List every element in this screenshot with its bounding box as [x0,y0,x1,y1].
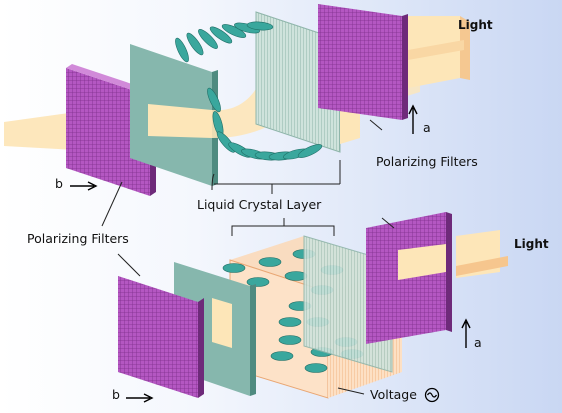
polarizing-filter-top-right [318,4,402,120]
label-light-bottom: Light [514,237,549,251]
leader-pf-right-bottom [381,217,395,229]
bottom-assembly [117,212,508,403]
label-voltage: Voltage [370,387,417,402]
arrow-a-top [408,104,418,134]
leader-pf-right-top [369,119,383,131]
leader-voltage [337,387,365,395]
label-liquid-crystal-layer: Liquid Crystal Layer [197,197,322,212]
ac-voltage-icon [424,387,440,403]
label-a-top: a [423,120,431,135]
label-polarizing-filters-left: Polarizing Filters [27,231,129,246]
label-a-bottom: a [474,335,482,350]
light-window-top-left [148,104,212,138]
polarizing-filter-bottom-left [118,276,198,398]
light-window-bottom [212,298,232,348]
leader-pf-left [101,181,123,227]
top-assembly [4,4,470,227]
polarizing-filter-top-left [66,68,150,196]
leader-lc-bottom [231,225,335,236]
arrow-b-bottom [126,393,154,403]
label-polarizing-filters-right: Polarizing Filters [376,154,478,169]
liquid-crystal-spiral-top [175,21,323,161]
label-light-top: Light [458,18,493,32]
light-window-bottom-right [398,244,446,280]
leader-lc-top [211,160,341,191]
arrow-b-top [70,181,98,191]
arrow-a-bottom [461,318,471,348]
label-b-top: b [55,176,63,191]
label-b-bottom: b [112,387,120,402]
light-beam-in-top [4,112,76,150]
leader-pf-left-bottom [117,253,141,277]
